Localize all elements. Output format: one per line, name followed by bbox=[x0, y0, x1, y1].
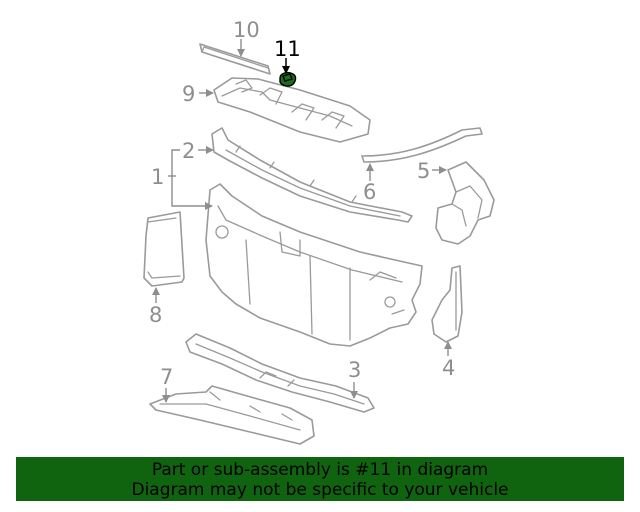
info-banner: Part or sub-assembly is #11 in diagram D… bbox=[16, 457, 624, 501]
part-9-upper-cover[interactable] bbox=[213, 77, 371, 143]
callout-3: 3 bbox=[348, 358, 361, 382]
part-4-side-panel[interactable] bbox=[431, 265, 463, 343]
callout-9: 9 bbox=[182, 82, 195, 106]
part-1-radiator-support[interactable] bbox=[205, 183, 423, 347]
callout-1: 1 bbox=[151, 165, 164, 189]
banner-line-1: Part or sub-assembly is #11 in diagram bbox=[151, 460, 489, 480]
callout-5: 5 bbox=[417, 159, 430, 183]
parts-diagram: 10 11 9 2 1 6 5 8 4 3 7 bbox=[143, 18, 495, 445]
callout-10: 10 bbox=[233, 18, 260, 42]
callout-4: 4 bbox=[442, 356, 455, 380]
callout-6: 6 bbox=[363, 180, 376, 204]
part-3-lower-tie-bar[interactable] bbox=[185, 333, 375, 413]
callout-7: 7 bbox=[160, 365, 173, 389]
part-11-clip[interactable] bbox=[279, 71, 297, 87]
callout-2: 2 bbox=[182, 139, 195, 163]
part-6-brace-rod[interactable] bbox=[361, 127, 483, 163]
callout-11: 11 bbox=[274, 37, 301, 61]
part-7-splash-shield[interactable] bbox=[149, 385, 315, 445]
part-10-seal-strip[interactable] bbox=[199, 43, 271, 75]
callout-8: 8 bbox=[149, 303, 162, 327]
banner-line-2: Diagram may not be specific to your vehi… bbox=[131, 480, 509, 500]
leader-lines bbox=[152, 39, 452, 403]
part-2-upper-tie-bar[interactable] bbox=[211, 127, 413, 223]
part-8-side-panel[interactable] bbox=[143, 211, 185, 287]
part-5-bracket[interactable] bbox=[435, 161, 495, 245]
